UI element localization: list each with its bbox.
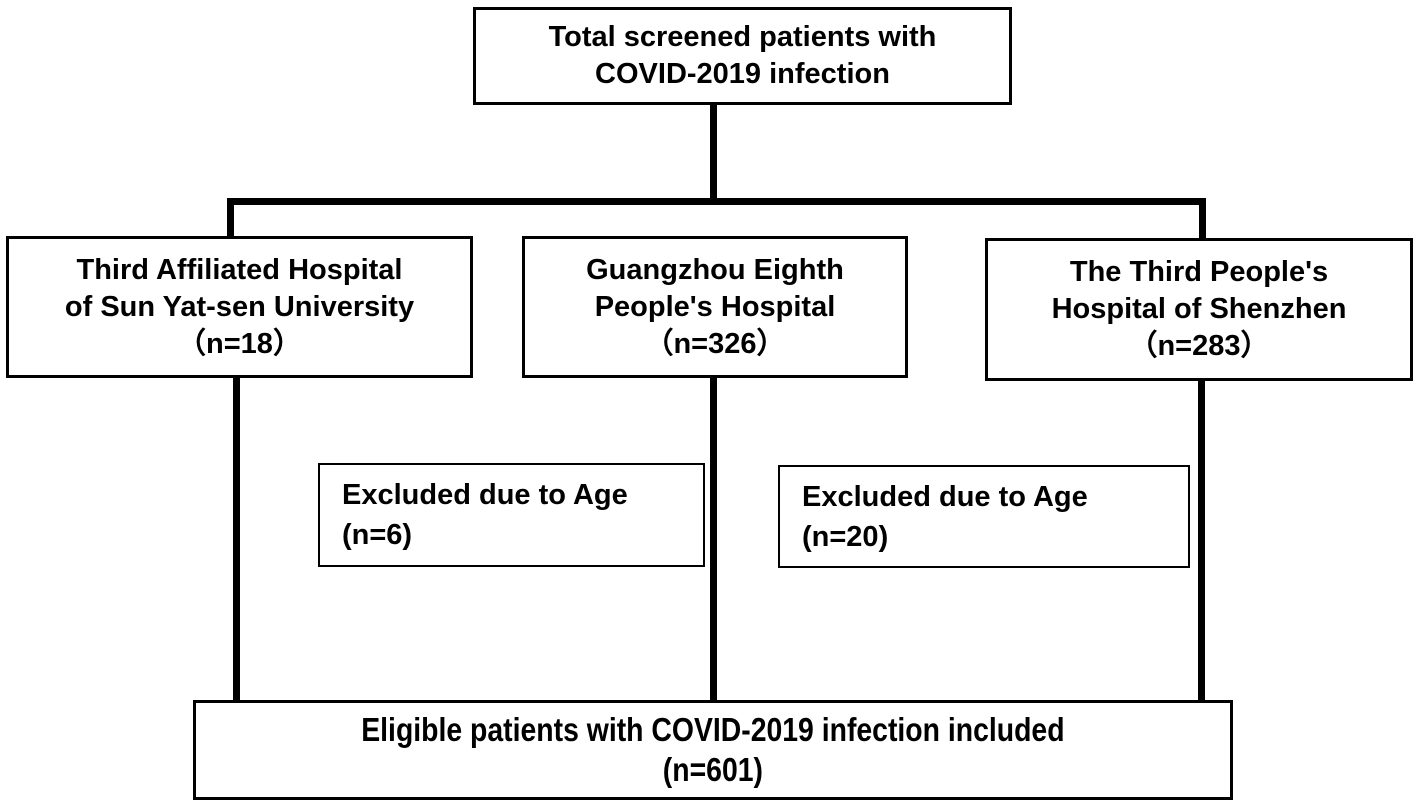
node-count: （n=283） bbox=[1128, 330, 1270, 362]
node-excluded-age-shenzhen: Excluded due to Age (n=20) bbox=[778, 465, 1190, 568]
node-text-line: Excluded due to Age bbox=[342, 479, 628, 511]
node-total-screened: Total screened patients with COVID-2019 … bbox=[473, 7, 1012, 105]
node-hospital-sun-yat-sen: Third Affiliated Hospital of Sun Yat-sen… bbox=[6, 236, 473, 378]
node-text-block: Eligible patients with COVID-2019 infect… bbox=[361, 710, 1064, 790]
node-hospital-shenzhen-third: The Third People's Hospital of Shenzhen … bbox=[985, 238, 1413, 381]
connector-top-vertical bbox=[710, 105, 717, 201]
connector-left-stub bbox=[227, 198, 234, 238]
node-hospital-guangzhou-eighth: Guangzhou Eighth People's Hospital （n=32… bbox=[522, 236, 908, 378]
connector-left-vertical bbox=[233, 378, 240, 702]
node-text-line: of Sun Yat-sen University bbox=[64, 290, 415, 323]
connector-right-stub bbox=[1199, 198, 1206, 240]
node-text-line: Third Affiliated Hospital bbox=[76, 253, 403, 286]
node-excluded-age-guangzhou: Excluded due to Age (n=6) bbox=[318, 463, 705, 567]
node-text-line: Guangzhou Eighth bbox=[586, 253, 844, 286]
node-text-line: The Third People's bbox=[1069, 256, 1329, 288]
node-count: (n=20) bbox=[802, 520, 889, 553]
node-text-line: Excluded due to Age bbox=[802, 480, 1088, 513]
node-text-line: Total screened patients with bbox=[548, 21, 937, 53]
node-count: （n=326） bbox=[644, 327, 786, 360]
node-count: （n=18） bbox=[177, 327, 302, 360]
node-text-line: Hospital of Shenzhen bbox=[1051, 293, 1347, 325]
node-text-line: COVID-2019 infection bbox=[595, 58, 890, 90]
node-text-line: Eligible patients with COVID-2019 infect… bbox=[361, 711, 1065, 748]
node-text-line: People's Hospital bbox=[594, 290, 836, 323]
connector-right-vertical bbox=[1198, 381, 1205, 702]
connector-horizontal-bar bbox=[227, 198, 1206, 205]
node-count: (n=601) bbox=[662, 751, 764, 788]
node-eligible-included: Eligible patients with COVID-2019 infect… bbox=[193, 700, 1233, 800]
connector-middle-vertical bbox=[710, 378, 717, 702]
node-count: (n=6) bbox=[342, 519, 413, 551]
